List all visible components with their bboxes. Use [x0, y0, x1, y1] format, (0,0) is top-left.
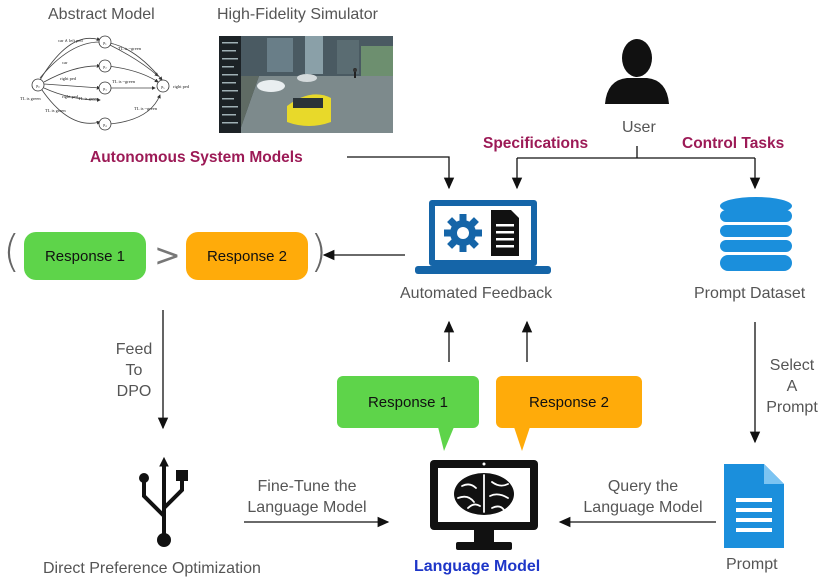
select-prompt-line: Select	[769, 357, 815, 374]
dpo-label: Direct Preference Optimization	[43, 560, 261, 577]
fine-tune-line: Fine-Tune the	[257, 478, 357, 495]
fsm-state-label: p₄	[103, 122, 107, 127]
select-prompt-line: Prompt	[766, 399, 818, 416]
fsm-edge	[43, 83, 101, 90]
fsm-label: car ∧ left ped	[58, 38, 83, 43]
automated-feedback-icon	[415, 200, 551, 274]
query-label: Query the Language Model	[574, 476, 712, 518]
fsm-state	[31, 78, 45, 92]
fsm-label: right ped	[62, 94, 79, 99]
abstract-model-title: Abstract Model	[48, 6, 155, 23]
autonomous-system-models-label: Autonomous System Models	[90, 149, 303, 166]
fsm-edge	[109, 94, 161, 125]
language-model-label: Language Model	[414, 558, 541, 575]
query-line: Language Model	[583, 499, 703, 516]
control-tasks-label: Control Tasks	[682, 135, 785, 152]
fsm-edge	[107, 65, 159, 83]
lm-response-1-label: Response 1	[367, 393, 449, 411]
ranked-response-1: Response 1	[24, 232, 146, 280]
fsm-state-label: p₀	[36, 83, 40, 88]
ranked-response-1-label: Response 1	[44, 247, 126, 265]
fsm-edge	[43, 87, 101, 102]
simulator-image	[219, 36, 393, 133]
specifications-label: Specifications	[483, 135, 589, 152]
bubble-tail-2	[514, 427, 530, 451]
feed-to-dpo-line: To	[125, 362, 143, 379]
prompt-dataset-label: Prompt Dataset	[694, 285, 806, 302]
comparison-open-paren: (	[3, 226, 21, 277]
usb-icon	[139, 456, 188, 547]
fsm-label: TL is green	[78, 96, 99, 101]
fsm-state-label: p₅	[161, 84, 165, 89]
fsm-label: TL is green	[20, 96, 41, 101]
fsm-label: car	[62, 60, 68, 65]
fsm-label: TL is ~green	[118, 46, 142, 51]
arrow-models-to-feedback	[347, 156, 455, 190]
user-icon	[605, 39, 669, 104]
fsm-label: TL is ~green	[134, 106, 158, 111]
simulator-title: High-Fidelity Simulator	[217, 6, 378, 23]
fsm-label: TL is green	[45, 108, 66, 113]
fsm-edge	[39, 41, 163, 81]
feed-to-dpo-line: Feed	[115, 341, 153, 358]
fsm-state	[156, 79, 170, 93]
fsm-edge	[43, 63, 101, 83]
select-prompt-line: A	[786, 378, 798, 395]
prompt-document-icon	[724, 464, 784, 548]
comparison-greater-than: >	[154, 236, 181, 274]
ranked-response-2: Response 2	[186, 232, 308, 280]
lm-response-1-bubble: Response 1	[337, 376, 479, 428]
fsm-state-label: p₂	[103, 64, 107, 69]
fsm-state	[98, 35, 112, 49]
comparison-close-paren: )	[310, 226, 328, 277]
feed-to-dpo-label: Feed To DPO	[108, 339, 160, 402]
prompt-label: Prompt	[726, 556, 778, 573]
fsm-edge	[39, 37, 101, 81]
ranked-response-2-label: Response 2	[206, 247, 288, 265]
feed-to-dpo-line: DPO	[116, 383, 152, 400]
fsm-edge	[41, 89, 101, 125]
lm-response-2-label: Response 2	[528, 393, 610, 411]
fsm-state-label: p₁	[103, 40, 107, 45]
fsm-label: TL is ~green	[112, 79, 136, 84]
fine-tune-line: Language Model	[247, 499, 367, 516]
user-label: User	[622, 119, 656, 136]
fsm-state	[98, 59, 112, 73]
fsm-label: right ped	[60, 76, 77, 81]
fsm-state-label: p₃	[103, 86, 107, 91]
fine-tune-label: Fine-Tune the Language Model	[242, 476, 372, 518]
fsm-state	[98, 117, 112, 131]
fsm-edge	[107, 43, 159, 77]
automated-feedback-label: Automated Feedback	[400, 285, 553, 302]
bubble-tail-1	[438, 427, 454, 451]
language-model-icon	[430, 460, 538, 550]
query-line: Query the	[607, 478, 679, 495]
fsm-label: right ped	[173, 84, 190, 89]
lm-response-2-bubble: Response 2	[496, 376, 642, 428]
database-icon	[720, 197, 792, 271]
select-prompt-label: Select A Prompt	[762, 355, 822, 418]
fsm-state	[98, 81, 112, 95]
